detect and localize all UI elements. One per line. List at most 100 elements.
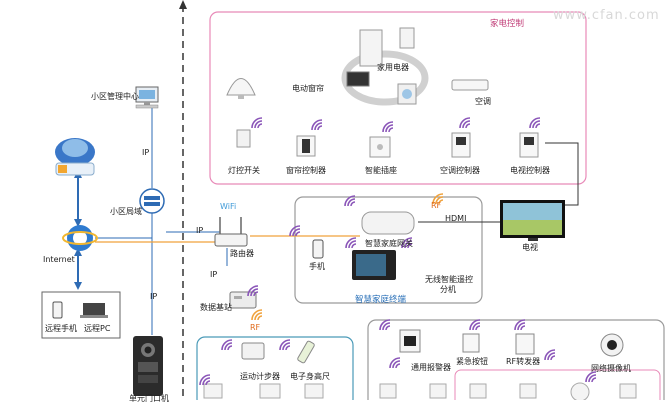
link-tvctrl-tv: [545, 142, 579, 206]
community-center-label: 小区管理中心: [91, 92, 139, 101]
lan-switch-icon: [139, 188, 165, 214]
arrow-up-icon: [74, 248, 82, 256]
wireless-signal-icon: [289, 225, 301, 237]
wireless-signal-icon: [389, 357, 401, 369]
ac-icon: [451, 79, 489, 91]
wireless-signal-icon: [379, 319, 391, 331]
wireless-signal-icon: [311, 119, 323, 131]
lamp-icon: [226, 78, 256, 148]
wireless-remote-label: 无线智能遥控: [425, 275, 473, 284]
home-terminal-box: [294, 196, 483, 304]
wifi-label: WiFi: [220, 202, 237, 211]
air-conditioner-label: 空调: [475, 97, 491, 106]
lamp-switch-label: 灯控开关: [228, 166, 260, 175]
wireless-signal-icon: [279, 339, 291, 351]
camera-icon: [600, 333, 624, 357]
ip-label-router: IP: [196, 226, 204, 235]
tv-controller-label: 电视控制器: [510, 166, 550, 175]
tv-controller-icon: [519, 132, 539, 158]
appliance-control-box: [209, 11, 587, 185]
general-alarm-label: 通用报警器: [411, 363, 451, 372]
curtain-controller-label: 窗帘控制器: [286, 166, 326, 175]
router-label: 路由器: [230, 249, 254, 258]
sensor-icon: [619, 383, 637, 399]
tv-label: 电视: [522, 243, 538, 252]
wireless-signal-icon: [251, 117, 263, 129]
arrow-down-icon: [74, 219, 82, 227]
appliance-control-title: 家电控制: [490, 19, 525, 29]
sensor-icon: [429, 383, 447, 399]
wireless-signal-icon: [251, 309, 263, 321]
health-device-icon: [259, 383, 281, 399]
arrow-down-icon: [74, 282, 82, 290]
emergency-button-label: 紧急按钮: [456, 357, 488, 366]
tv-icon: [500, 200, 565, 241]
water-heater-icon: [399, 27, 415, 49]
phone-icon: [52, 301, 63, 319]
wireless-signal-icon: [199, 374, 211, 386]
rf-label-gateway: RF: [431, 201, 442, 210]
microwave-icon: [346, 71, 370, 87]
rf-label-station: RF: [250, 323, 261, 332]
wireless-signals: [199, 117, 597, 386]
wireless-signal-icon: [544, 349, 556, 361]
wireless-remote-icon: [352, 250, 396, 280]
security-inner-box: [454, 369, 661, 400]
pedometer-label: 运动计步器: [240, 372, 280, 381]
wireless-signal-icon: [221, 339, 233, 351]
network-camera-label: 网络摄像机: [591, 364, 631, 373]
e-height-label: 电子身高尺: [290, 372, 330, 381]
watermark: www.cfan.com: [553, 8, 660, 23]
ac-controller-label: 空调控制器: [440, 166, 480, 175]
health-device-icon: [203, 383, 223, 399]
appliance-ring: [341, 50, 429, 106]
rf-repeater-label: RF转发器: [506, 357, 541, 366]
extension-label: 分机: [440, 285, 456, 294]
internet-icon: [62, 225, 98, 251]
home-terminal-title: 智慧家庭终端: [355, 295, 407, 305]
curtain-motor-label: 电动窗帘: [292, 84, 324, 93]
wireless-signal-icon: [585, 371, 597, 383]
data-station-icon: [229, 291, 257, 309]
wireless-signal-icon: [401, 237, 413, 249]
wireless-signal-icon: [529, 117, 541, 129]
mobile-icon: [312, 239, 324, 259]
pedometer-icon: [241, 342, 265, 360]
curtain-controller-icon: [296, 135, 316, 157]
security-box: [367, 319, 665, 400]
sensor-icon: [469, 383, 487, 399]
divider-arrow-icon: [179, 0, 187, 9]
remote-phone-label: 远程手机: [45, 324, 77, 333]
cloud-globe-icon: [55, 138, 95, 176]
wireless-signal-icon: [382, 121, 394, 133]
gateway-icon: [361, 211, 415, 235]
health-device-icon: [304, 383, 324, 399]
wireless-signal-icon: [432, 193, 444, 205]
emergency-button-icon: [462, 333, 480, 353]
laptop-icon: [83, 303, 105, 315]
alarm-icon: [399, 329, 421, 353]
gateway-label: 智慧家庭网关: [365, 239, 413, 248]
hdmi-label: HDMI: [445, 214, 467, 223]
health-box: [196, 336, 354, 400]
wireless-signal-icon: [345, 237, 357, 249]
wireless-signal-icon: [247, 285, 259, 297]
rf-repeater-icon: [515, 333, 535, 355]
wireless-signal-icon: [459, 117, 471, 129]
internet-label: Internet: [43, 255, 75, 264]
ac-controller-icon: [451, 132, 471, 158]
wireless-signal-icon: [344, 195, 356, 207]
wireless-signal-icon: [514, 319, 526, 331]
smart-socket-icon: [369, 136, 391, 158]
remote-devices-frame: [41, 291, 121, 339]
ip-label-center: IP: [142, 148, 150, 157]
smart-socket-label: 智能插座: [365, 166, 397, 175]
sensor-icon: [519, 383, 537, 399]
detector-icon: [570, 382, 590, 400]
computer-icon: [135, 86, 159, 109]
height-ruler-icon: [297, 340, 315, 364]
router-icon: [214, 217, 248, 247]
mobile-label: 手机: [309, 262, 325, 271]
ip-label-below-router: IP: [210, 270, 218, 279]
